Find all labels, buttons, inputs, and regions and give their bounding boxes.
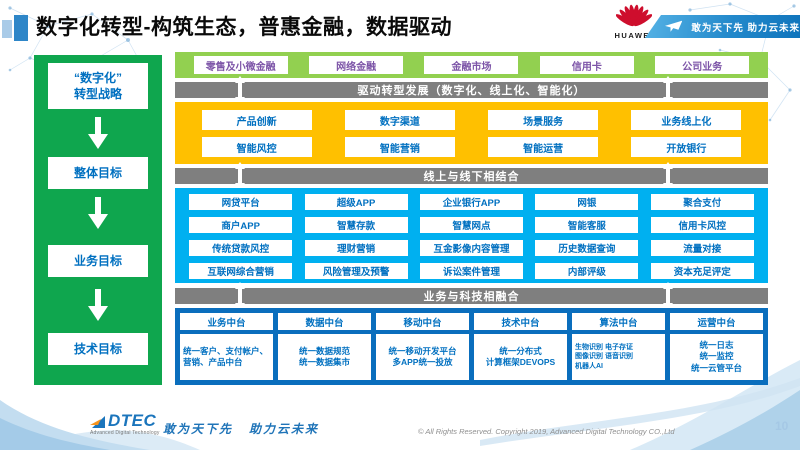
application-box: 聚合支付 (650, 194, 754, 210)
capability-box: 智能营销 (344, 137, 455, 157)
platform-column-data: 数据中台 统一数据规范 统一数据集市 (278, 313, 371, 380)
sidebar-item-business-goal: 业务目标 (48, 245, 148, 277)
updown-arrow-icon (235, 162, 245, 190)
arrow-down-icon (88, 197, 108, 229)
application-box: 风险管理及预警 (304, 263, 408, 279)
platform-desc: 统一分布式 计算框架DEVOPS (474, 334, 567, 380)
title-accent-light (2, 20, 12, 38)
sidebar-item-strategy: “数字化” 转型战略 (48, 63, 148, 109)
application-box: 互联网综合营销 (189, 263, 293, 279)
huawei-flower-icon (615, 4, 653, 27)
application-box: 内部评级 (535, 263, 639, 279)
capability-box: 场景服务 (488, 110, 599, 130)
platform-column-mobile: 移动中台 统一移动开发平台 多APP统一投放 (376, 313, 469, 380)
business-line-box: 公司业务 (655, 56, 750, 74)
driver-bar: 驱动转型发展（数字化、线上化、智能化） (175, 76, 768, 104)
capability-box: 智能风控 (201, 137, 312, 157)
application-section: 网贷平台 超级APP 企业银行APP 网银 聚合支付 商户APP 智慧存款 智慧… (175, 188, 768, 283)
business-line-box: 网络金融 (309, 56, 404, 74)
banner-slogan-text: 敢为天下先 助力云未来 (691, 22, 800, 34)
arrow-down-icon (88, 289, 108, 321)
sidebar-item-overall-goal: 整体目标 (48, 157, 148, 189)
application-box: 网贷平台 (189, 194, 293, 210)
bar-label: 驱动转型发展（数字化、线上化、智能化） (357, 85, 586, 97)
bar-label: 业务与科技相融合 (423, 291, 520, 303)
application-box: 商户APP (189, 217, 293, 233)
huawei-logo: HUAWEI (610, 3, 658, 40)
application-box: 智慧存款 (304, 217, 408, 233)
platform-desc: 统一数据规范 统一数据集市 (278, 334, 371, 380)
business-lines-strip: 零售及小微金融 网络金融 金融市场 信用卡 公司业务 (175, 52, 768, 78)
strategy-sidebar: “数字化” 转型战略 整体目标 业务目标 技术目标 (34, 55, 162, 385)
capability-box: 智能运营 (488, 137, 599, 157)
platform-column-algorithm: 算法中台 生物识别 电子存证 图像识别 语音识别 机器人AI (572, 313, 665, 380)
business-line-box: 金融市场 (424, 56, 519, 74)
arrow-down-icon (88, 117, 108, 149)
platform-desc: 生物识别 电子存证 图像识别 语音识别 机器人AI (572, 334, 665, 380)
adtec-mark-icon (90, 416, 105, 428)
copyright-text: © All Rights Reserved. Copyright 2019, A… (418, 427, 675, 436)
sidebar-item-tech-goal: 技术目标 (48, 333, 148, 365)
bar-label: 线上与线下相结合 (423, 171, 520, 183)
platform-title: 移动中台 (376, 313, 469, 330)
business-line-box: 信用卡 (539, 56, 634, 74)
application-box: 流量对接 (650, 240, 754, 256)
page-title: 数字化转型-构筑生态，普惠金融，数据驱动 (36, 16, 452, 39)
platform-title: 运营中台 (670, 313, 763, 330)
biz-tech-fusion-bar: 业务与科技相融合 (175, 282, 768, 310)
platform-section: 业务中台 统一客户、支付帐户、营销、产品中台 数据中台 统一数据规范 统一数据集… (175, 308, 768, 385)
application-box: 互金影像内容管理 (419, 240, 523, 256)
capability-box: 业务线上化 (631, 110, 742, 130)
application-box: 资本充足评定 (650, 263, 754, 279)
platform-column-tech: 技术中台 统一分布式 计算框架DEVOPS (474, 313, 567, 380)
application-box: 信用卡风控 (650, 217, 754, 233)
paper-plane-icon (665, 20, 683, 32)
capability-box: 产品创新 (201, 110, 312, 130)
platform-column-business: 业务中台 统一客户、支付帐户、营销、产品中台 (180, 313, 273, 380)
platform-title: 业务中台 (180, 313, 273, 330)
platform-title: 数据中台 (278, 313, 371, 330)
application-box: 智慧网点 (419, 217, 523, 233)
platform-title: 技术中台 (474, 313, 567, 330)
huawei-wordmark: HUAWEI (614, 31, 654, 40)
application-box: 历史数据查询 (535, 240, 639, 256)
updown-arrow-icon (235, 76, 245, 104)
title-accent-dark (14, 15, 28, 41)
application-box: 超级APP (304, 194, 408, 210)
application-box: 企业银行APP (419, 194, 523, 210)
adtec-logo: DTEC Advanced Digital Technology (90, 412, 180, 436)
application-box: 传统贷款风控 (189, 240, 293, 256)
application-box: 理财营销 (304, 240, 408, 256)
footer-slogan: 敢为天下先 助力云未来 (163, 422, 320, 436)
platform-title: 算法中台 (572, 313, 665, 330)
platform-desc: 统一客户、支付帐户、营销、产品中台 (180, 334, 273, 380)
updown-arrow-icon (663, 76, 673, 104)
application-box: 诉讼案件管理 (419, 263, 523, 279)
platform-desc: 统一移动开发平台 多APP统一投放 (376, 334, 469, 380)
business-line-box: 零售及小微金融 (193, 56, 288, 74)
slogan-banner: 敢为天下先 助力云未来 (645, 15, 800, 38)
capability-section: 产品创新 数字渠道 场景服务 业务线上化 智能风控 智能营销 智能运营 开放银行 (175, 102, 768, 164)
updown-arrow-icon (663, 162, 673, 190)
page-number: 10 (775, 419, 789, 433)
platform-desc: 统一日志 统一监控 统一云管平台 (670, 334, 763, 380)
updown-arrow-icon (663, 282, 673, 310)
updown-arrow-icon (235, 282, 245, 310)
application-box: 网银 (535, 194, 639, 210)
adtec-wordmark: DTEC (108, 411, 157, 430)
capability-box: 数字渠道 (344, 110, 455, 130)
online-offline-bar: 线上与线下相结合 (175, 162, 768, 190)
adtec-subtitle: Advanced Digital Technology (90, 430, 160, 436)
application-box: 智能客服 (535, 217, 639, 233)
capability-box: 开放银行 (631, 137, 742, 157)
platform-column-operation: 运营中台 统一日志 统一监控 统一云管平台 (670, 313, 763, 380)
